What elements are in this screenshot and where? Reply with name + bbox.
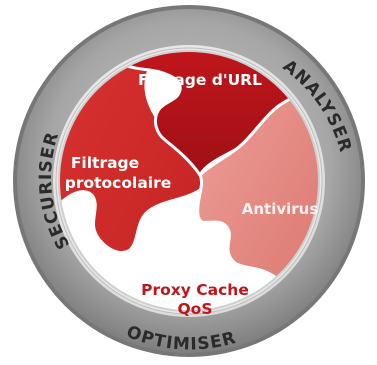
left-piece	[59, 51, 207, 311]
piece-label-proxy-line2: QoS	[178, 300, 213, 318]
piece-label-protocol-line2: protocolaire	[65, 174, 172, 192]
piece-label-antivirus: Antivirus	[242, 200, 319, 218]
piece-label-url-filtering: Filtrage d'URL	[138, 71, 262, 89]
piece-label-proxy-line1: Proxy Cache	[141, 281, 249, 299]
piece-label-protocol-line1: Filtrage	[71, 154, 139, 172]
